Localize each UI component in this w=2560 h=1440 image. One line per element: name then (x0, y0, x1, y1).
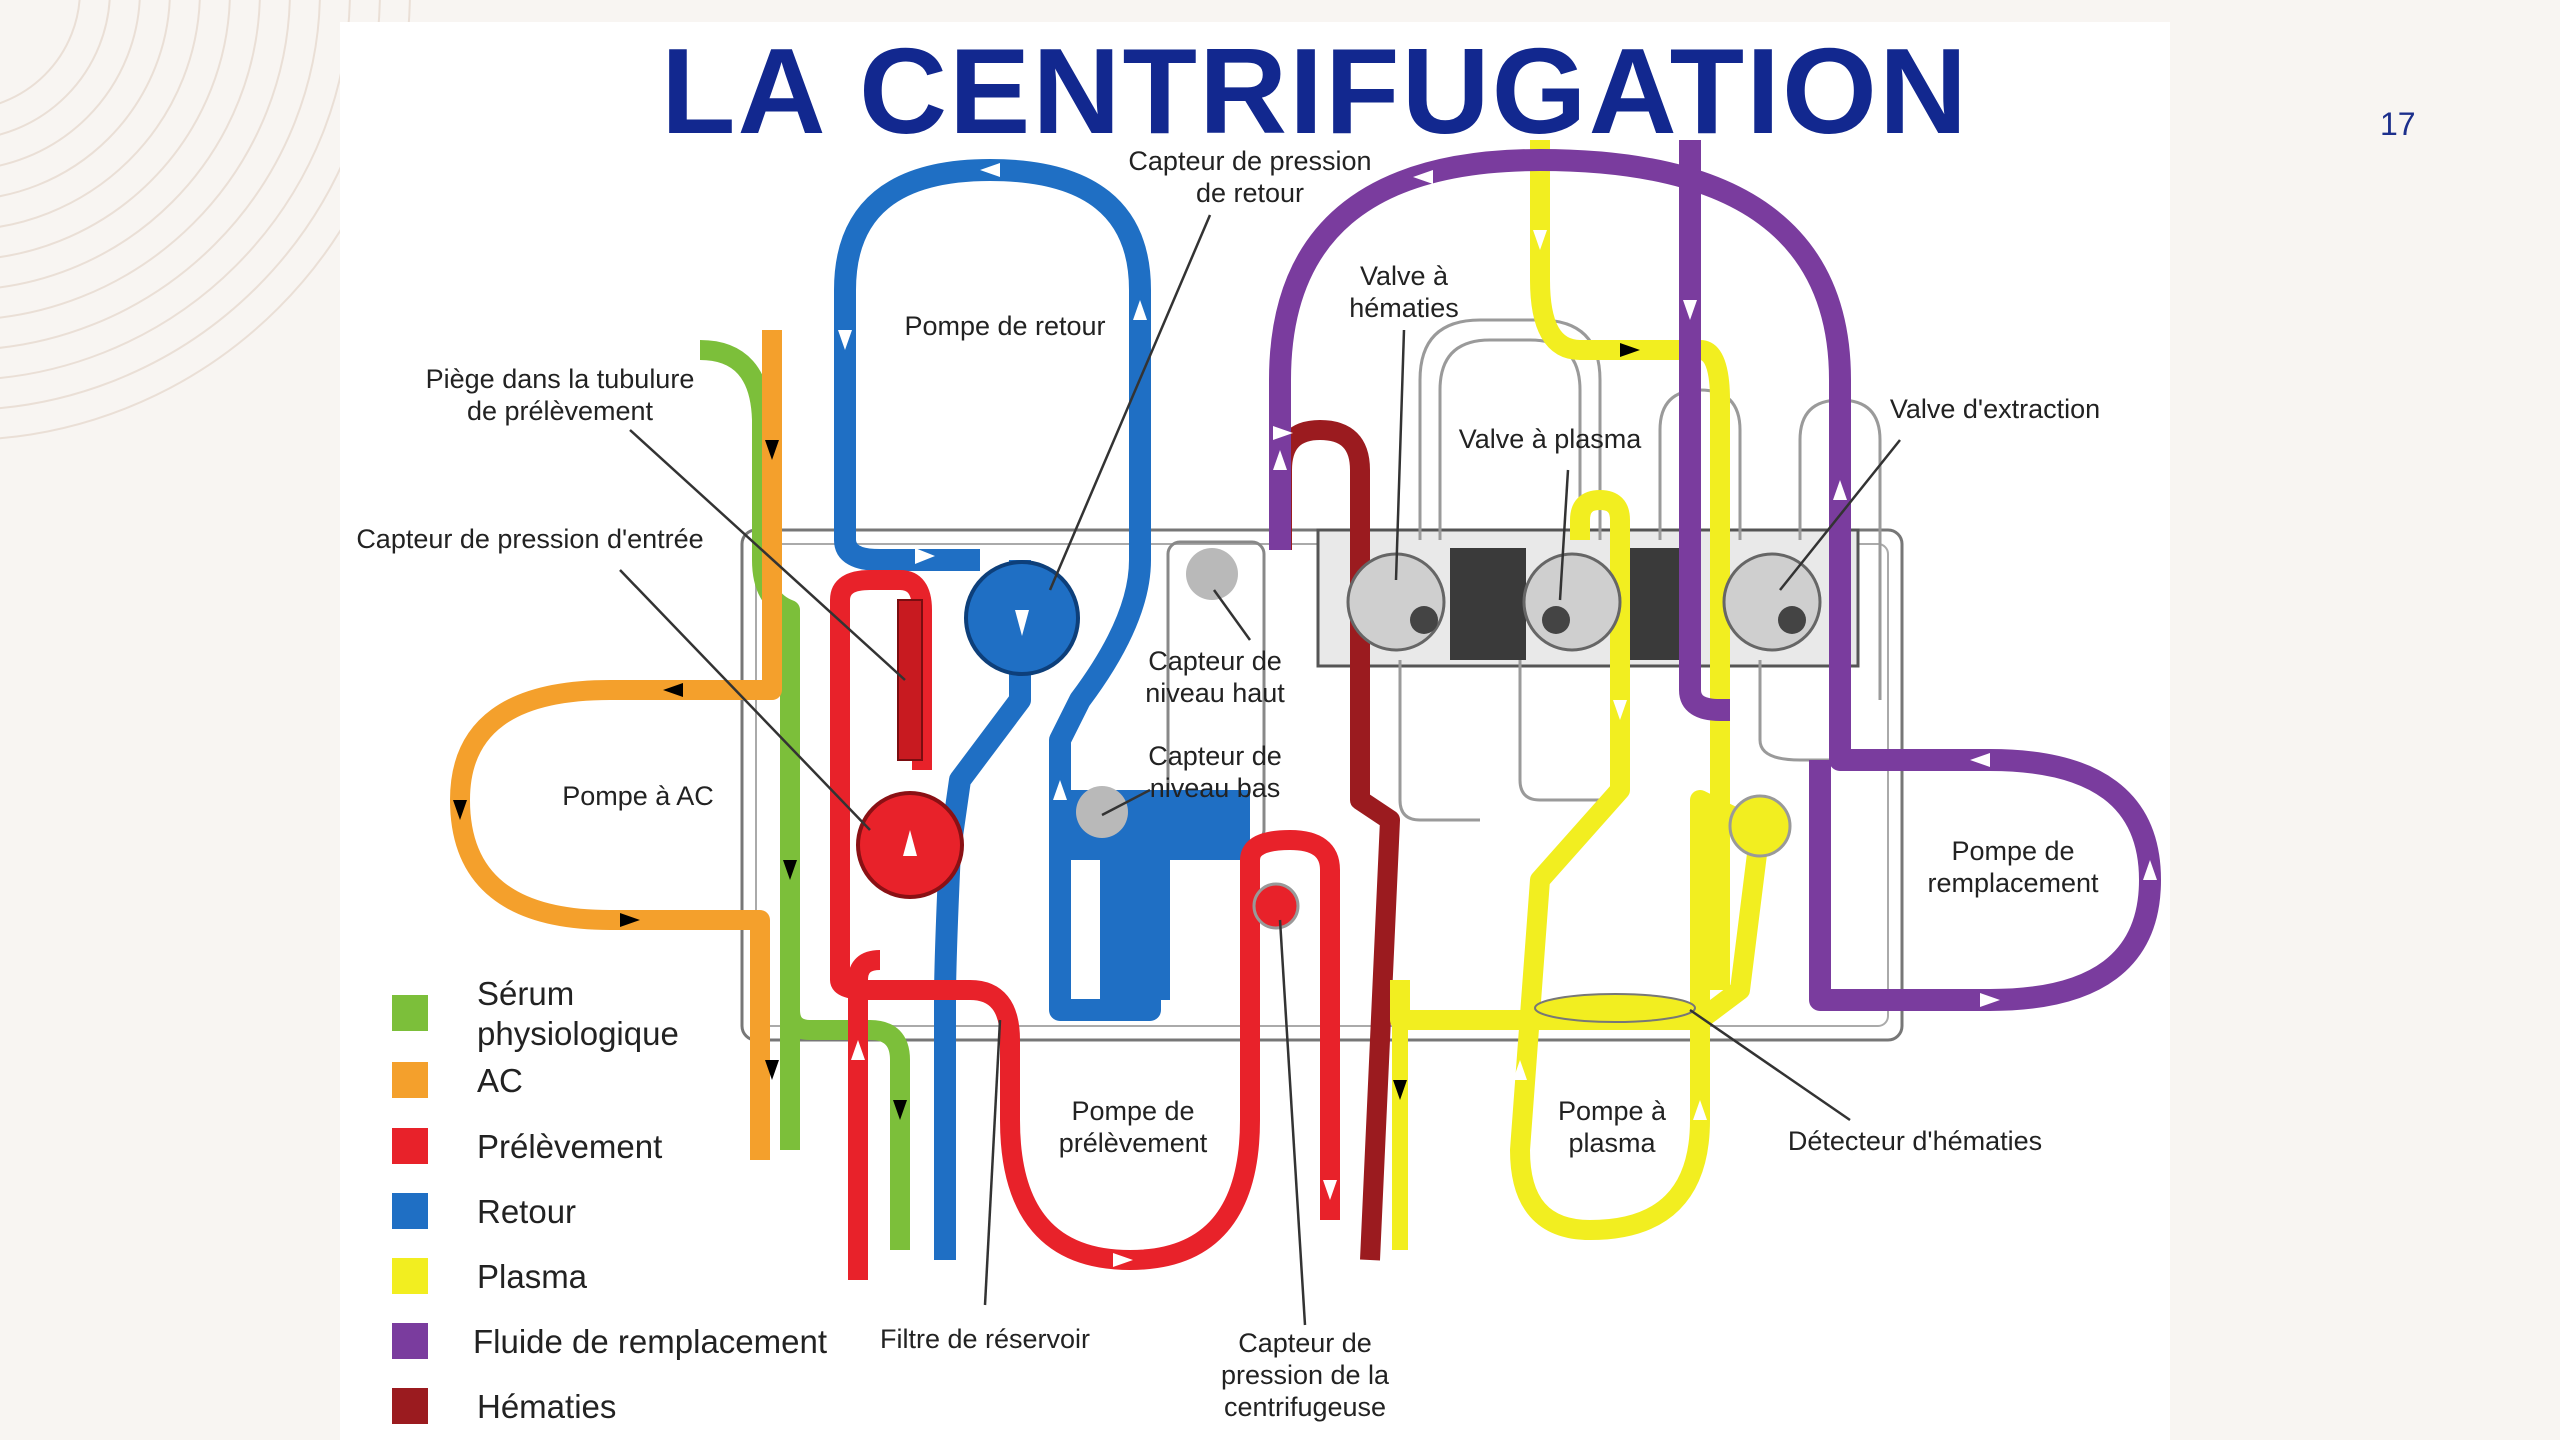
label-line: Pompe à AC (562, 781, 714, 811)
label-line: remplacement (1927, 868, 2099, 898)
label-line: Valve d'extraction (1890, 394, 2100, 424)
label-line: Pompe à (1558, 1096, 1667, 1126)
legend-label-line: Sérum (477, 975, 574, 1012)
label-line: de retour (1196, 178, 1304, 208)
label-detecteur-hematies: Détecteur d'hématies (1788, 1126, 2042, 1156)
legend-label: AC (477, 1062, 523, 1099)
legend-label-line: physiologique (477, 1015, 679, 1052)
label-line: hématies (1349, 293, 1459, 323)
label-line: Capteur de (1238, 1328, 1372, 1358)
valve-bank-block-1 (1450, 548, 1526, 660)
label-line: niveau bas (1150, 773, 1281, 803)
label-line: Pompe de (1951, 836, 2074, 866)
tube-plasma (1530, 140, 1730, 990)
level-sensor-high (1186, 548, 1238, 600)
legend-swatch (392, 1193, 428, 1229)
label-line: niveau haut (1145, 678, 1285, 708)
legend-label-line: AC (477, 1062, 523, 1099)
label-line: Valve à (1360, 261, 1449, 291)
centrifuge-pressure-sensor (1252, 882, 1300, 930)
tube-remplacement (1269, 149, 2161, 1011)
label-line: plasma (1568, 1128, 1656, 1158)
legend-label: Hématies (477, 1388, 616, 1425)
tube-prelevement-2 (830, 860, 1260, 1270)
label-line: pression de la (1221, 1360, 1390, 1390)
slide-page-number: 17 (2380, 106, 2416, 142)
legend-label-line: Prélèvement (477, 1128, 662, 1165)
legend-label: Fluide de remplacement (473, 1323, 827, 1360)
label-line: Capteur de pression (1128, 146, 1371, 176)
label-filtre-reservoir: Filtre de réservoir (880, 1324, 1090, 1354)
diagram-panel (340, 22, 2170, 1440)
legend-swatch (392, 995, 428, 1031)
tube-retour-2 (834, 538, 980, 571)
tube-retour (834, 159, 1161, 1021)
legend-label: Plasma (477, 1258, 588, 1295)
legend-swatch (392, 1323, 428, 1359)
legend-label-line: Hématies (477, 1388, 616, 1425)
label-line: Capteur de (1148, 646, 1282, 676)
label-valve-plasma: Valve à plasma (1459, 424, 1643, 454)
legend-label-line: Plasma (477, 1258, 588, 1295)
label-line: Capteur de (1148, 741, 1282, 771)
tube-prelevement-3 (1240, 830, 1340, 1220)
valve-hematies-knob (1410, 606, 1438, 634)
label-line: Pompe de retour (904, 311, 1105, 341)
label-line: Capteur de pression d'entrée (356, 524, 703, 554)
tube-serum (699, 340, 910, 1250)
label-line: de prélèvement (467, 396, 654, 426)
label-line: centrifugeuse (1224, 1392, 1386, 1422)
label-line: Filtre de réservoir (880, 1324, 1090, 1354)
legend-swatch (392, 1258, 428, 1294)
valve-extraction-knob (1778, 606, 1806, 634)
valve-plasma-knob (1542, 606, 1570, 634)
legend-label-line: Fluide de remplacement (473, 1323, 827, 1360)
label-line: Valve à plasma (1459, 424, 1643, 454)
legend-swatch (392, 1388, 428, 1424)
label-valve-extraction: Valve d'extraction (1890, 394, 2100, 424)
tube-remplacement-2 (1679, 140, 1731, 721)
legend-swatch (392, 1062, 428, 1098)
reservoir (1070, 790, 1250, 1000)
legend-label: Prélèvement (477, 1128, 662, 1165)
label-pompe-ac: Pompe à AC (562, 781, 714, 811)
tube-plasma-2 (1390, 490, 1770, 1240)
label-capteur-pression-entree: Capteur de pression d'entrée (356, 524, 703, 554)
label-line: Détecteur d'hématies (1788, 1126, 2042, 1156)
level-sensor-low (1076, 786, 1128, 838)
legend-swatch (392, 1128, 428, 1164)
legend-label-line: Retour (477, 1193, 576, 1230)
label-pompe-retour: Pompe de retour (904, 311, 1105, 341)
replacement-pump-rotor (1728, 794, 1792, 858)
label-line: prélèvement (1059, 1128, 1208, 1158)
label-line: Pompe de (1071, 1096, 1194, 1126)
label-line: Piège dans la tubulure (426, 364, 695, 394)
legend-label: Retour (477, 1193, 576, 1230)
rbc-detector-chamber (1534, 993, 1696, 1023)
draw-line-trap (897, 599, 923, 761)
slide-title: LA CENTRIFUGATION (660, 23, 1970, 159)
